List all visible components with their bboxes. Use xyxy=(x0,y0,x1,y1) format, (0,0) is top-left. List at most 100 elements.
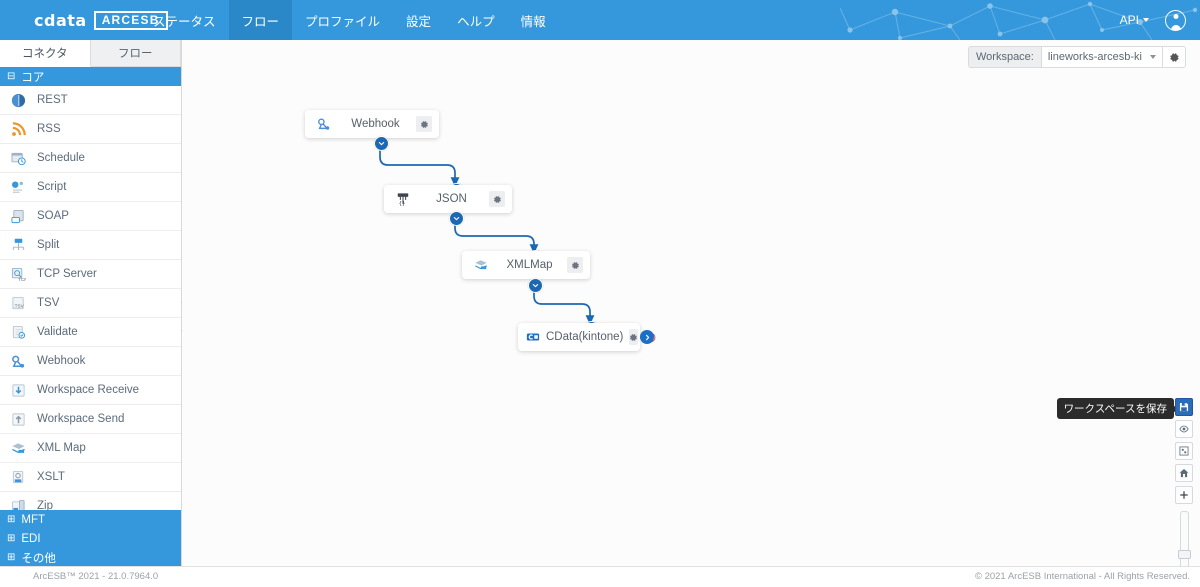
flow-canvas[interactable]: Workspace: lineworks-arcesb-ki xyxy=(182,40,1200,567)
save-workspace-button[interactable] xyxy=(1175,398,1193,416)
sidebar-group-core-label: コア xyxy=(21,71,45,84)
node-settings-gear-icon[interactable] xyxy=(567,257,583,273)
sidebar-item-label: XML Map xyxy=(37,442,86,454)
sidebar-item-label: TCP Server xyxy=(37,268,97,280)
flow-node-json[interactable]: {} JSON xyxy=(384,185,512,213)
nav-item-flow[interactable]: フロー xyxy=(228,0,293,40)
sidebar-item-label: Workspace Send xyxy=(37,413,125,425)
home-button[interactable] xyxy=(1175,464,1193,482)
webhook-icon xyxy=(10,353,27,370)
node-settings-gear-icon[interactable] xyxy=(416,116,432,132)
sidebar-group-edi-label: EDI xyxy=(21,532,41,545)
sidebar-item-tcp-server[interactable]: TCP TCP Server xyxy=(0,260,181,289)
tcp-server-icon: TCP xyxy=(10,266,27,283)
app-footer: ArcESB™ 2021 - 21.0.7964.0 © 2021 ArcESB… xyxy=(0,566,1200,587)
svg-text:TCP: TCP xyxy=(18,277,26,282)
tab-flows[interactable]: フロー xyxy=(90,40,181,66)
home-icon xyxy=(1179,469,1189,478)
plus-box-icon: ⊞ xyxy=(7,513,16,525)
nav-item-info[interactable]: 情報 xyxy=(520,14,546,29)
sidebar-item-split[interactable]: Split xyxy=(0,231,181,260)
workspace-settings-button[interactable] xyxy=(1163,46,1186,68)
sidebar-item-schedule[interactable]: Schedule xyxy=(0,144,181,173)
sidebar-item-label: Workspace Receive xyxy=(37,384,140,396)
zoom-slider-handle[interactable] xyxy=(1177,550,1191,559)
sidebar-item-label: Validate xyxy=(37,326,78,338)
sidebar-group-edi[interactable]: ⊞ EDI xyxy=(0,529,181,548)
sidebar-item-tsv[interactable]: .TSV TSV xyxy=(0,289,181,318)
visibility-button[interactable] xyxy=(1175,420,1193,438)
flow-node-xmlmap[interactable]: XMLMap xyxy=(462,251,590,279)
sidebar-item-soap[interactable]: SOAP xyxy=(0,202,181,231)
save-workspace-tooltip: ワークスペースを保存 xyxy=(1056,398,1174,419)
cdata-next-arrow-button[interactable] xyxy=(640,330,654,344)
workspace-send-icon xyxy=(10,411,27,428)
nav-item-status[interactable]: ステータス xyxy=(153,14,216,29)
sidebar-item-validate[interactable]: Validate xyxy=(0,318,181,347)
header-right-actions: API xyxy=(1120,0,1186,40)
api-menu[interactable]: API xyxy=(1120,13,1149,27)
node-settings-gear-icon[interactable] xyxy=(489,191,505,207)
canvas-toolbar xyxy=(1175,398,1193,567)
sidebar-item-workspace-receive[interactable]: Workspace Receive xyxy=(0,376,181,405)
eye-icon xyxy=(1179,425,1189,433)
xmlmap-output-port[interactable] xyxy=(528,278,543,293)
fit-to-screen-button[interactable] xyxy=(1175,442,1193,460)
sidebar-item-xml-map[interactable]: XML Map xyxy=(0,434,181,463)
json-output-port[interactable] xyxy=(449,211,464,226)
node-settings-gear-icon[interactable] xyxy=(629,329,639,345)
footer-copyright: © 2021 ArcESB International - All Rights… xyxy=(974,571,1190,582)
plus-box-icon: ⊞ xyxy=(7,532,16,544)
tab-connectors[interactable]: コネクタ xyxy=(0,40,91,67)
sidebar-item-label: RSS xyxy=(37,123,61,135)
sidebar-item-label: Zip xyxy=(37,500,53,512)
sidebar-item-workspace-send[interactable]: Workspace Send xyxy=(0,405,181,434)
xml-map-icon xyxy=(10,440,27,457)
sidebar-item-xslt[interactable]: XSLT xyxy=(0,463,181,492)
flow-node-title: JSON xyxy=(436,193,467,205)
sidebar-item-rss[interactable]: RSS xyxy=(0,115,181,144)
workspace-dropdown[interactable]: lineworks-arcesb-ki xyxy=(1040,46,1163,68)
brand-product-badge: ARCESB xyxy=(93,10,168,30)
webhook-icon xyxy=(313,117,335,131)
sidebar-item-rest[interactable]: REST xyxy=(0,86,181,115)
sidebar-item-webhook[interactable]: Webhook xyxy=(0,347,181,376)
api-menu-label: API xyxy=(1119,13,1139,27)
plus-icon xyxy=(1180,491,1188,499)
brand-cdata-text: cdata xyxy=(34,10,87,30)
xslt-icon xyxy=(10,469,27,486)
xmlmap-icon xyxy=(470,258,492,272)
sidebar-item-label: SOAP xyxy=(37,210,69,222)
zoom-in-button[interactable] xyxy=(1175,486,1193,504)
gear-icon xyxy=(1169,52,1179,62)
flow-node-cdata-kintone[interactable]: CData(kintone) xyxy=(518,323,656,351)
brand-logo[interactable]: cdata ARCESB xyxy=(34,0,168,40)
nav-item-help[interactable]: ヘルプ xyxy=(457,14,495,29)
zoom-slider[interactable] xyxy=(1177,511,1191,567)
sidebar-item-label: Script xyxy=(37,181,67,193)
svg-text:{}: {} xyxy=(399,201,406,206)
fit-screen-icon xyxy=(1179,446,1189,456)
sidebar-item-label: Split xyxy=(37,239,60,251)
sidebar-group-other-label: その他 xyxy=(21,552,56,565)
sidebar-item-label: REST xyxy=(37,94,68,106)
sidebar-group-other[interactable]: ⊞ その他 xyxy=(0,548,181,567)
validate-icon xyxy=(10,324,27,341)
sidebar-item-script[interactable]: Script xyxy=(0,173,181,202)
sidebar-collapsed-groups: ⊞ MFT ⊞ EDI ⊞ その他 xyxy=(0,510,181,567)
zip-icon xyxy=(10,498,27,515)
flow-node-webhook[interactable]: Webhook xyxy=(305,110,439,138)
user-avatar-icon[interactable] xyxy=(1165,9,1186,31)
footer-version: ArcESB™ 2021 - 21.0.7964.0 xyxy=(33,571,159,582)
main-navigation: ステータス フロー プロファイル 設定 ヘルプ 情報 xyxy=(140,0,559,40)
nav-item-profile[interactable]: プロファイル xyxy=(305,14,381,29)
flow-connectors xyxy=(379,143,595,325)
flow-node-title: CData(kintone) xyxy=(546,331,624,343)
schedule-icon xyxy=(10,150,27,167)
sidebar-group-core[interactable]: ⊟ コア xyxy=(0,67,181,86)
webhook-output-port[interactable] xyxy=(374,136,389,151)
flow-node-title: Webhook xyxy=(351,118,400,130)
nav-item-settings[interactable]: 設定 xyxy=(406,14,432,29)
sidebar-group-mft[interactable]: ⊞ MFT xyxy=(0,510,181,529)
